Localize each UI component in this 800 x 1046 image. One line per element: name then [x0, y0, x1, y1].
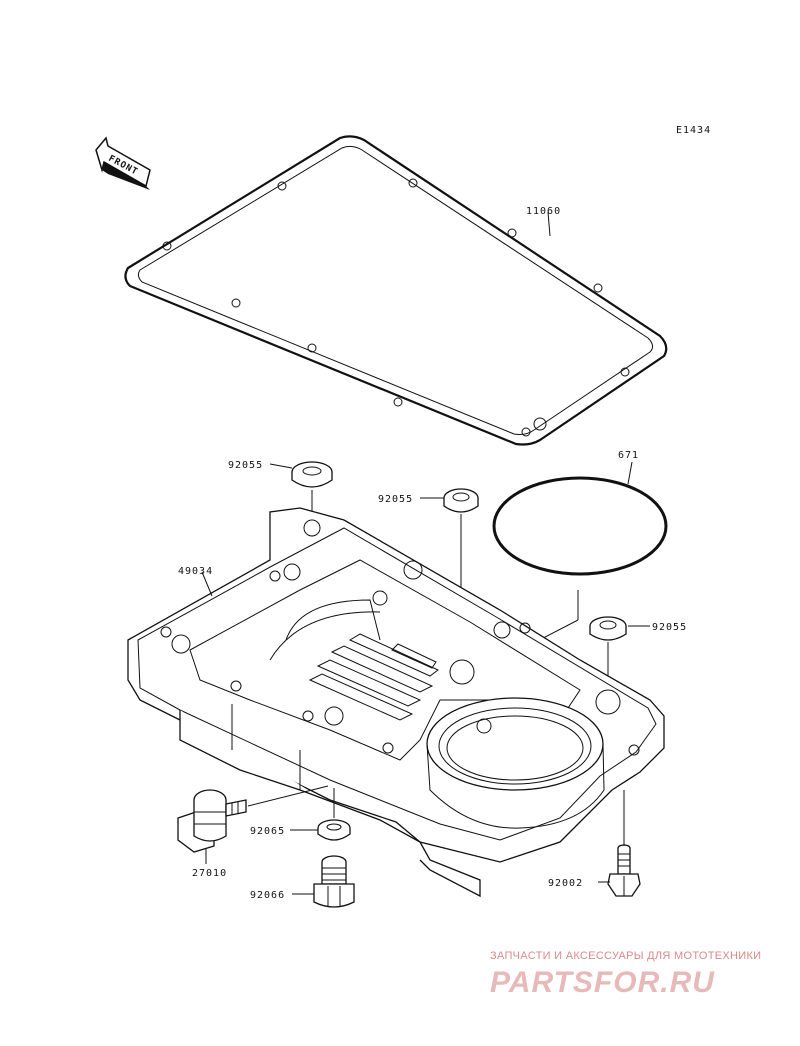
- watermark-tagline: ЗАПЧАСТИ И АКСЕССУАРЫ ДЛЯ МОТОТЕХНИКИ: [490, 950, 762, 962]
- callout-27010: 27010: [192, 868, 227, 879]
- o-ring: [492, 476, 668, 576]
- callout-92055-right: 92055: [652, 622, 687, 633]
- front-arrow-icon: [95, 136, 151, 190]
- callout-92055-mid: 92055: [378, 494, 413, 505]
- washer-left: [291, 461, 333, 488]
- diagram-code: E1434: [676, 125, 711, 136]
- callout-11060: 11060: [526, 206, 561, 217]
- callout-49034: 49034: [178, 566, 213, 577]
- watermark-logo: PARTSFOR.RU: [490, 966, 715, 999]
- oil-pan-gasket: [124, 135, 668, 446]
- drain-bolt: [313, 855, 355, 908]
- pan-bolt: [607, 844, 641, 897]
- washer-mid: [443, 488, 479, 513]
- callout-92066: 92066: [250, 890, 285, 901]
- callout-671: 671: [618, 450, 639, 461]
- washer-right: [589, 616, 627, 641]
- callout-92055-left: 92055: [228, 460, 263, 471]
- callout-92002: 92002: [548, 878, 583, 889]
- callout-92065: 92065: [250, 826, 285, 837]
- oil-pressure-switch: [177, 789, 247, 853]
- oil-pan: [127, 507, 665, 898]
- drain-washer: [317, 819, 351, 841]
